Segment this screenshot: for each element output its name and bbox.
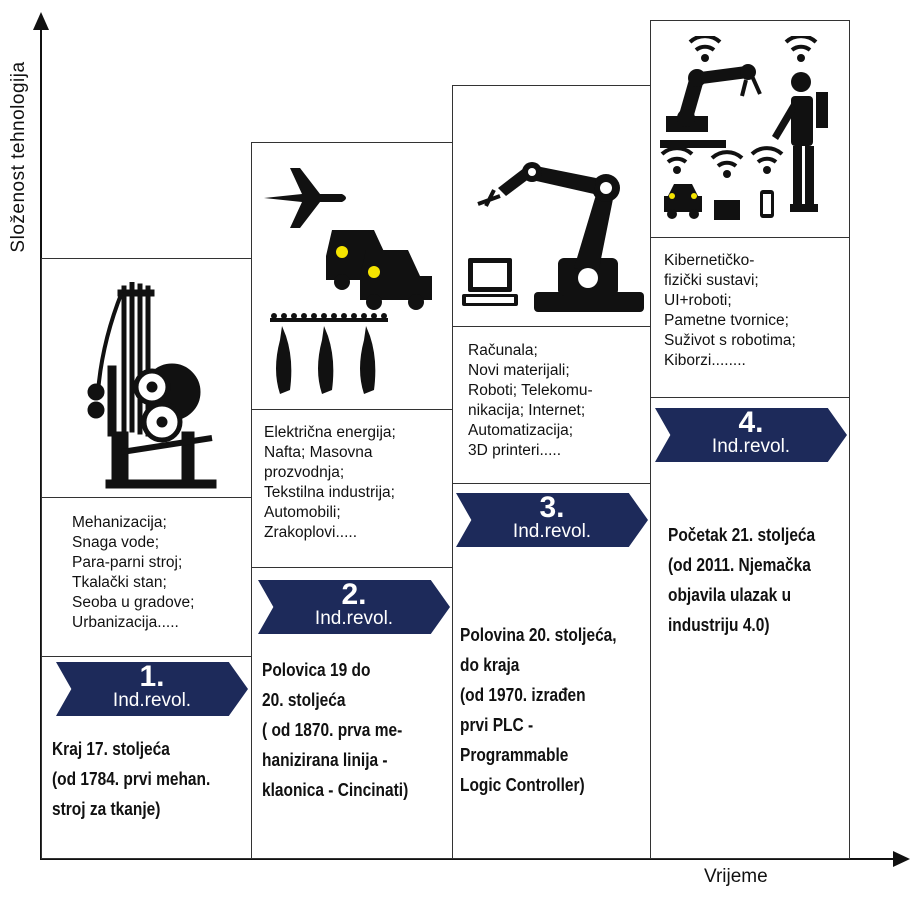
- rev2-features: Električna energija; Nafta; Masovna proz…: [264, 424, 396, 541]
- rev1-badge: 1. Ind.revol.: [56, 662, 248, 716]
- rev3-number: 3.: [539, 491, 565, 524]
- rev1-number: 1.: [139, 660, 165, 693]
- loom-icon: [87, 282, 217, 489]
- rev4-number: 4.: [738, 406, 764, 439]
- rev2-number: 2.: [341, 578, 367, 611]
- x-axis: [40, 858, 895, 860]
- y-axis-arrow-icon: [33, 12, 49, 30]
- computer-robot-arm-icon: [462, 162, 644, 312]
- y-axis-label: Složenost tehnologija: [8, 61, 29, 253]
- x-axis-arrow-icon: [893, 851, 910, 867]
- rev1-features: Mehanizacija; Snaga vode; Para-parni str…: [72, 514, 195, 631]
- rev3-badge: 3. Ind.revol.: [456, 493, 648, 547]
- rev4-era: Početak 21. stoljeća (od 2011. Njemačka …: [668, 525, 816, 635]
- x-axis-label: Vrijeme: [704, 866, 768, 887]
- rev4-badge-label: Ind.revol.: [711, 436, 791, 457]
- rev2-badge: 2. Ind.revol.: [258, 580, 450, 634]
- airplane-cars-assembly-line-icon: [264, 168, 432, 394]
- connected-robots-icon: [660, 36, 828, 220]
- rev3-era: Polovina 20. stoljeća, do kraja (od 1970…: [460, 625, 617, 795]
- rev1-era: Kraj 17. stoljeća (od 1784. prvi mehan. …: [52, 739, 211, 819]
- rev3-badge-label: Ind.revol.: [512, 521, 592, 542]
- rev1-badge-label: Ind.revol.: [112, 690, 192, 711]
- rev2-badge-label: Ind.revol.: [314, 608, 394, 629]
- rev3-features: Računala; Novi materijali; Roboti; Telek…: [468, 342, 593, 459]
- rev4-features: Kibernetičko- fizički sustavi; UI+roboti…: [664, 252, 796, 369]
- rev2-era: Polovica 19 do 20. stoljeća ( od 1870. p…: [262, 660, 409, 800]
- rev4-era-box: [650, 397, 850, 859]
- rev4-badge: 4. Ind.revol.: [655, 408, 847, 462]
